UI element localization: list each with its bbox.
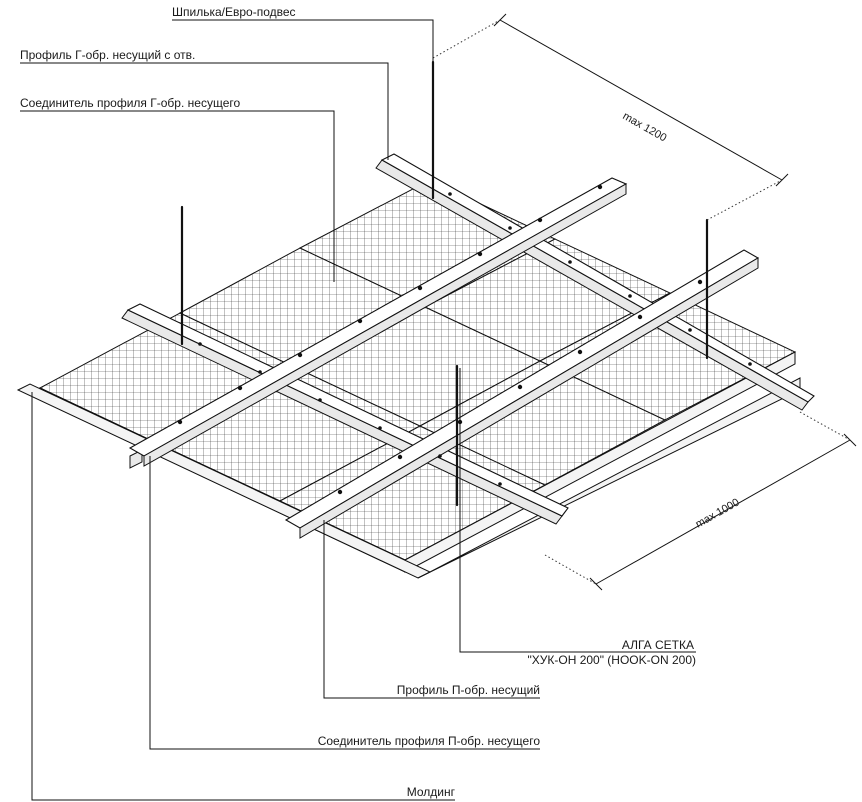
hanger-rods	[180, 60, 709, 507]
profile-holes	[177, 184, 752, 495]
molding-strip	[417, 377, 801, 579]
label-molding: Молдинг	[407, 785, 456, 799]
dimension-label-1000: max 1000	[694, 496, 742, 530]
label-profile-p: Профиль П-обр. несущий	[397, 683, 540, 697]
p-profiles	[128, 177, 760, 539]
g-profiles	[121, 153, 815, 525]
label-profile-g-holes: Профиль Г-обр. несущий с отв.	[20, 48, 195, 62]
label-grid-line2: "ХУК-ОН 200" (HOOK-ON 200)	[527, 653, 696, 667]
label-hanger: Шпилька/Евро-подвес	[172, 5, 296, 19]
p-profile	[299, 257, 759, 539]
p-profile	[143, 183, 627, 467]
label-grid-line1: АЛГА СЕТКА	[622, 638, 694, 652]
dimension-label-1200: max 1200	[621, 110, 669, 144]
leader-lines	[20, 19, 696, 801]
label-connector-g: Соединитель профиля Г-обр. несущего	[20, 96, 240, 110]
label-connector-p: Соединитель профиля П-обр. несущего	[318, 734, 541, 748]
mesh-panels	[38, 179, 797, 561]
